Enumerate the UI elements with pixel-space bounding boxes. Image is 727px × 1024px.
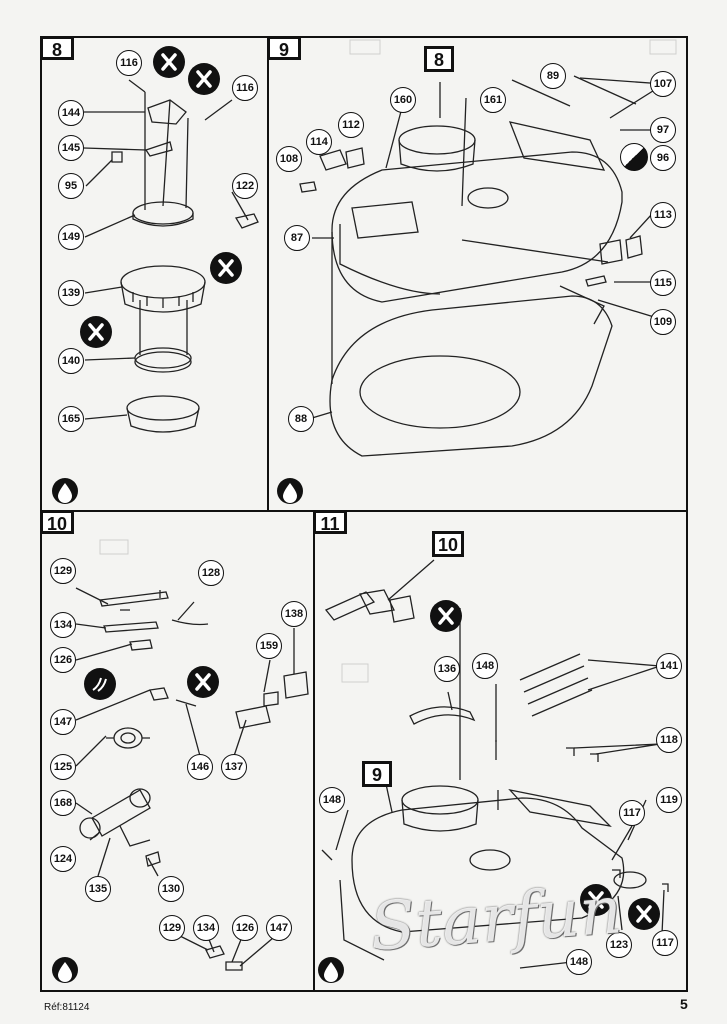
do-not-glue-icon <box>430 600 462 632</box>
callout-146: 146 <box>187 754 213 780</box>
do-not-glue-icon <box>580 884 612 916</box>
reference-step-10: 10 <box>432 531 464 557</box>
callout-125: 125 <box>50 754 76 780</box>
glue-drop-icon <box>277 478 303 504</box>
step-11-panel: 11 <box>313 510 688 992</box>
callout-147-legend: 147 <box>266 915 292 941</box>
callout-119: 119 <box>656 787 682 813</box>
callout-129-legend: 129 <box>159 915 185 941</box>
callout-114: 114 <box>306 129 332 155</box>
do-not-glue-icon <box>210 252 242 284</box>
callout-141: 141 <box>656 653 682 679</box>
callout-148c: 148 <box>566 949 592 975</box>
reference-step-8: 8 <box>424 46 454 72</box>
callout-116a: 116 <box>116 50 142 76</box>
callout-96: 96 <box>650 145 676 171</box>
callout-144: 144 <box>58 100 84 126</box>
callout-112: 112 <box>338 112 364 138</box>
callout-107: 107 <box>650 71 676 97</box>
callout-161: 161 <box>480 87 506 113</box>
callout-137: 137 <box>221 754 247 780</box>
step-8-number: 8 <box>40 36 74 60</box>
callout-148a: 148 <box>472 653 498 679</box>
glue-drop-icon <box>318 957 344 983</box>
callout-109: 109 <box>650 309 676 335</box>
callout-97: 97 <box>650 117 676 143</box>
callout-148b: 148 <box>319 787 345 813</box>
callout-108: 108 <box>276 146 302 172</box>
callout-122: 122 <box>232 173 258 199</box>
callout-168: 168 <box>50 790 76 816</box>
step-11-number: 11 <box>313 510 347 534</box>
callout-128: 128 <box>198 560 224 586</box>
paint-color-icon <box>620 143 648 171</box>
callout-124: 124 <box>50 846 76 872</box>
callout-140: 140 <box>58 348 84 374</box>
do-not-glue-icon <box>188 63 220 95</box>
callout-129: 129 <box>50 558 76 584</box>
page-number: 5 <box>680 996 688 1012</box>
glue-drop-icon <box>52 478 78 504</box>
callout-126-legend: 126 <box>232 915 258 941</box>
callout-116b: 116 <box>232 75 258 101</box>
callout-139: 139 <box>58 280 84 306</box>
reference-number: Réf:81124 <box>44 1002 90 1013</box>
callout-88: 88 <box>288 406 314 432</box>
step-10-number: 10 <box>40 510 74 534</box>
callout-113: 113 <box>650 202 676 228</box>
callout-134: 134 <box>50 612 76 638</box>
callout-149: 149 <box>58 224 84 250</box>
callout-95: 95 <box>58 173 84 199</box>
callout-136: 136 <box>434 656 460 682</box>
do-not-glue-icon <box>153 46 185 78</box>
callout-147: 147 <box>50 709 76 735</box>
callout-117b: 117 <box>652 930 678 956</box>
callout-160: 160 <box>390 87 416 113</box>
reference-step-9: 9 <box>362 761 392 787</box>
callout-165: 165 <box>58 406 84 432</box>
do-not-glue-icon <box>628 898 660 930</box>
callout-130: 130 <box>158 876 184 902</box>
callout-134-legend: 134 <box>193 915 219 941</box>
callout-126: 126 <box>50 647 76 673</box>
callout-117a: 117 <box>619 800 645 826</box>
callout-118: 118 <box>656 727 682 753</box>
callout-145: 145 <box>58 135 84 161</box>
callout-123: 123 <box>606 932 632 958</box>
glue-drop-icon <box>52 957 78 983</box>
callout-115: 115 <box>650 270 676 296</box>
callout-135: 135 <box>85 876 111 902</box>
tube-glue-icon <box>84 668 116 700</box>
callout-138: 138 <box>281 601 307 627</box>
callout-89: 89 <box>540 63 566 89</box>
callout-159: 159 <box>256 633 282 659</box>
callout-87: 87 <box>284 225 310 251</box>
step-9-number: 9 <box>267 36 301 60</box>
do-not-glue-icon <box>80 316 112 348</box>
do-not-glue-icon <box>187 666 219 698</box>
